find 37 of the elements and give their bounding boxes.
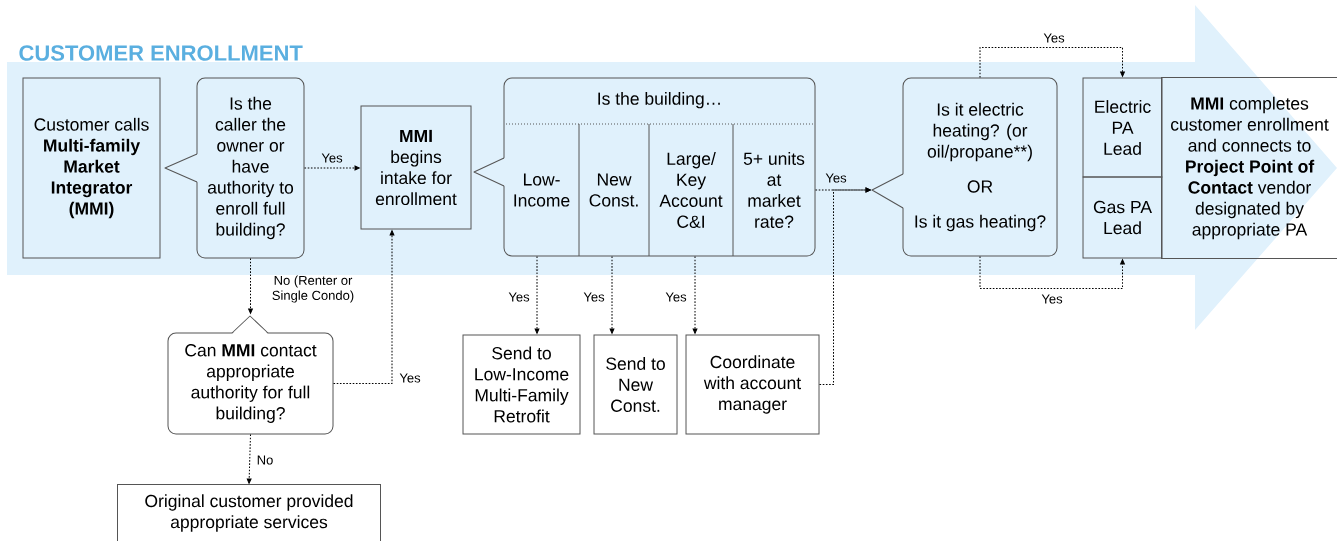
edge-label: No (Renter or Single Condo) bbox=[272, 275, 354, 303]
option-cell: 5+ units at market rate? bbox=[743, 152, 805, 228]
process-box: Send to Low-Income Multi-Family Retrofit bbox=[462, 334, 581, 435]
process-box: MMI completes customer enrollment and connects to Project Point of Contact vendor designated by appropriate PA bbox=[1161, 77, 1337, 259]
edge-label: Yes bbox=[1043, 33, 1065, 43]
arrow bbox=[692, 256, 698, 334]
edge-label: Yes bbox=[665, 292, 687, 302]
process-box: Send to New Const. bbox=[593, 334, 678, 435]
process-box: MMI begins intake for enrollment bbox=[360, 105, 472, 230]
arrow bbox=[979, 47, 1125, 78]
arrow bbox=[609, 256, 615, 334]
process-box: Coordinate with account manager bbox=[685, 334, 820, 435]
arrow bbox=[534, 256, 540, 334]
edge-label: Yes bbox=[825, 173, 847, 183]
option-cell: Large/ Key Account C&I bbox=[659, 152, 723, 228]
edge-label: Yes bbox=[321, 153, 343, 163]
arrow bbox=[246, 434, 252, 484]
option-cell: Low- Income bbox=[514, 173, 570, 207]
lead-box: Gas PA Lead bbox=[1082, 176, 1163, 259]
edge-label: Yes bbox=[508, 292, 530, 302]
lead-box: Electric PA Lead bbox=[1082, 77, 1163, 178]
arrow bbox=[333, 230, 395, 384]
edge-label: Yes bbox=[1041, 294, 1063, 304]
question-bubble: Is the caller the owner or have authority to enroll full building? bbox=[164, 77, 305, 259]
edge-label: Yes bbox=[399, 373, 421, 383]
option-cell: New Const. bbox=[589, 173, 638, 207]
edge-label: No bbox=[257, 455, 273, 465]
arrow bbox=[979, 256, 1125, 289]
process-box: Customer calls Multi-family Market Integrator (MMI) bbox=[22, 77, 161, 259]
question-bubble: Can MMI contact appropriate authority for full building? bbox=[167, 315, 334, 435]
process-box: Original customer provided appropriate services bbox=[117, 484, 381, 541]
edge-label: Yes bbox=[583, 292, 605, 302]
title: CUSTOMER ENROLLMENT bbox=[19, 45, 303, 61]
question-bubble: Is it electric heating? (or oil/propane**) OR Is it gas heating? bbox=[871, 77, 1058, 257]
arrow bbox=[304, 165, 360, 171]
arrow bbox=[248, 258, 253, 314]
arrow bbox=[819, 187, 871, 385]
